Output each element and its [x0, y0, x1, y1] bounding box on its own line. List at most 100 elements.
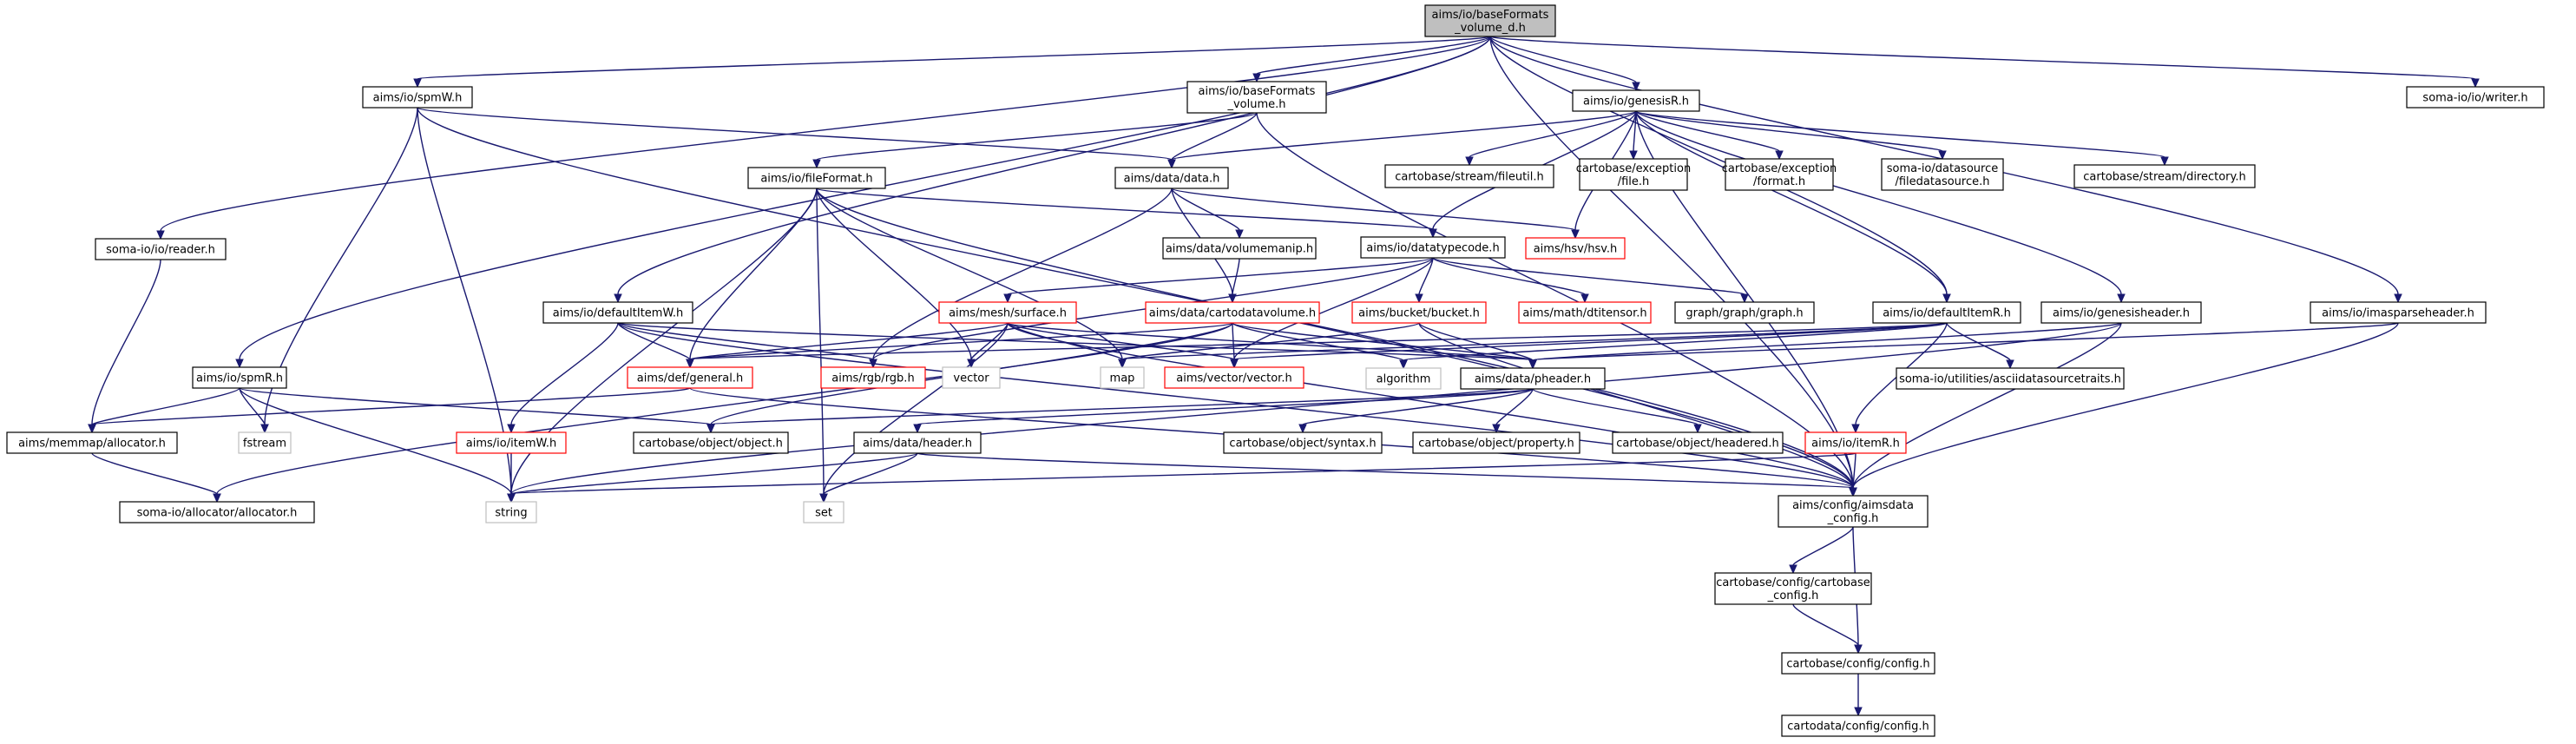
arrowhead-icon: [1528, 359, 1537, 370]
node-label: graph/graph/graph.h: [1686, 307, 1803, 320]
node-excformat[interactable]: cartobase/exception/format.h: [1722, 158, 1837, 191]
node-label: aims/vector/vector.h: [1176, 372, 1291, 385]
node-cbconfig[interactable]: cartobase/config/config.h: [1781, 652, 1935, 675]
node-box: [1881, 158, 2004, 191]
node-box: [456, 431, 567, 454]
node-bfvol[interactable]: aims/io/baseFormats_volume.h: [1186, 81, 1327, 114]
arrowhead-icon: [1938, 150, 1947, 161]
node-label: aims/bucket/bucket.h: [1358, 307, 1480, 320]
edge-root-to-spmR: [235, 36, 1491, 369]
node-surface[interactable]: aims/mesh/surface.h: [938, 301, 1077, 324]
node-label: _volume_d.h: [1454, 22, 1526, 35]
node-box: [803, 501, 844, 523]
node-spmR[interactable]: aims/io/spmR.h: [192, 366, 287, 389]
node-genesisheader[interactable]: aims/io/genesisheader.h: [2040, 301, 2202, 324]
node-box: [1872, 301, 2021, 324]
node-box: [2406, 86, 2545, 109]
arrowhead-icon: [1580, 293, 1589, 304]
node-label: cartodata/config/config.h: [1787, 721, 1929, 734]
node-rgb[interactable]: aims/rgb/rgb.h: [820, 366, 926, 389]
node-asciids[interactable]: soma-io/utilities/asciidatasourcetraits.…: [1896, 367, 2125, 390]
edge-aimsdataconfig-to-cbconfigcb: [1789, 526, 1854, 575]
node-cdconfig[interactable]: cartodata/config/config.h: [1781, 714, 1935, 737]
node-defaultItemR[interactable]: aims/io/defaultItemR.h: [1872, 301, 2021, 324]
node-reader[interactable]: soma-io/io/reader.h: [95, 238, 227, 260]
node-label: aims/config/aimsdata: [1792, 499, 1914, 512]
node-headered[interactable]: cartobase/object/headered.h: [1612, 431, 1784, 454]
node-memmap[interactable]: aims/memmap/allocator.h: [6, 431, 178, 454]
edge-spmR-to-object: [239, 387, 715, 434]
node-label: cartobase/object/headered.h: [1616, 438, 1778, 451]
node-box: [1223, 431, 1383, 454]
node-hsv[interactable]: aims/hsv/hsv.h: [1525, 237, 1626, 260]
node-label: aims/data/pheader.h: [1475, 373, 1591, 386]
node-datatypecode[interactable]: aims/io/datatypecode.h: [1360, 236, 1506, 259]
node-general[interactable]: aims/def/general.h: [627, 366, 753, 389]
arrowhead-icon: [235, 359, 244, 369]
node-root[interactable]: aims/io/baseFormats_volume_d.h: [1424, 4, 1556, 37]
edge-defaultItemW-to-itemW: [507, 322, 619, 434]
node-box: [627, 366, 753, 389]
arrowhead-icon: [1429, 228, 1437, 239]
node-itemR[interactable]: aims/io/itemR.h: [1804, 431, 1907, 454]
node-somaalloc[interactable]: soma-io/allocator/allocator.h: [119, 501, 315, 523]
edge-root-to-genesisR: [1489, 36, 1640, 92]
node-graph[interactable]: graph/graph/graph.h: [1674, 301, 1815, 324]
edge-genesisR-to-genesisheader: [1635, 110, 2126, 304]
edge-root-to-reader: [156, 36, 1491, 240]
edge-fileFormat-to-vector: [816, 188, 976, 369]
arrowhead-icon: [706, 424, 715, 434]
node-cbconfigcb[interactable]: cartobase/config/cartobase_config.h: [1714, 572, 1872, 605]
arrowhead-icon: [2471, 78, 2480, 89]
node-box: [1114, 167, 1229, 189]
node-label: aims/hsv/hsv.h: [1534, 243, 1618, 256]
node-box: [1186, 81, 1327, 114]
arrowhead-icon: [413, 78, 422, 89]
node-box: [1525, 237, 1626, 260]
node-label: _config.h: [1767, 589, 1819, 602]
node-label: aims/rgb/rgb.h: [831, 372, 914, 385]
node-itemW[interactable]: aims/io/itemW.h: [456, 431, 567, 454]
node-imasparseheader[interactable]: aims/io/imasparseheader.h: [2310, 301, 2487, 324]
node-bucket[interactable]: aims/bucket/bucket.h: [1351, 301, 1487, 324]
node-writer[interactable]: soma-io/io/writer.h: [2406, 86, 2545, 109]
edge-root-to-writer: [1489, 36, 2480, 89]
node-label: aims/io/itemW.h: [466, 438, 556, 451]
node-excfile[interactable]: cartobase/exception/file.h: [1576, 158, 1691, 191]
node-vectorh[interactable]: aims/vector/vector.h: [1164, 366, 1304, 389]
node-fileFormat[interactable]: aims/io/fileFormat.h: [747, 167, 886, 189]
node-label: fstream: [243, 438, 286, 451]
node-datah[interactable]: aims/data/data.h: [1114, 167, 1229, 189]
node-box: [1804, 431, 1907, 454]
edge-reader-to-memmap: [88, 259, 161, 434]
node-box: [1781, 714, 1935, 737]
node-label: cartobase/exception: [1576, 162, 1691, 175]
node-object[interactable]: cartobase/object/object.h: [633, 431, 789, 454]
node-directory[interactable]: cartobase/stream/directory.h: [2073, 164, 2256, 188]
node-property[interactable]: cartobase/object/property.h: [1412, 431, 1580, 454]
node-label: aims/def/general.h: [637, 372, 743, 385]
node-genesisR[interactable]: aims/io/genesisR.h: [1572, 89, 1700, 112]
arrowhead-icon: [1571, 229, 1580, 240]
node-fileutil[interactable]: cartobase/stream/fileutil.h: [1384, 164, 1554, 188]
edge-genesisR-to-datah: [1167, 110, 1637, 169]
node-pheader[interactable]: aims/data/pheader.h: [1460, 367, 1606, 390]
node-header[interactable]: aims/data/header.h: [853, 431, 982, 454]
node-filedatasource[interactable]: soma-io/datasource/filedatasource.h: [1881, 158, 2004, 191]
node-aimsdataconfig[interactable]: aims/config/aimsdata_config.h: [1778, 495, 1929, 528]
node-syntax[interactable]: cartobase/object/syntax.h: [1223, 431, 1383, 454]
node-cartodatavolume[interactable]: aims/data/cartodatavolume.h: [1145, 301, 1320, 324]
node-box: [2310, 301, 2487, 324]
node-spmW[interactable]: aims/io/spmW.h: [362, 86, 473, 109]
node-label: string: [495, 507, 527, 520]
node-box: [853, 431, 982, 454]
node-box: [820, 366, 926, 389]
node-map: map: [1100, 366, 1145, 389]
node-defaultItemW[interactable]: aims/io/defaultItemW.h: [542, 301, 693, 324]
arrowhead-icon: [1942, 293, 1951, 304]
node-layer: aims/io/baseFormats_volume_d.h aims/io/sp…: [6, 4, 2545, 737]
node-dtitensor[interactable]: aims/math/dtitensor.h: [1518, 301, 1652, 324]
node-volumemanip[interactable]: aims/data/volumemanip.h: [1162, 237, 1317, 260]
node-set: set: [803, 501, 844, 523]
